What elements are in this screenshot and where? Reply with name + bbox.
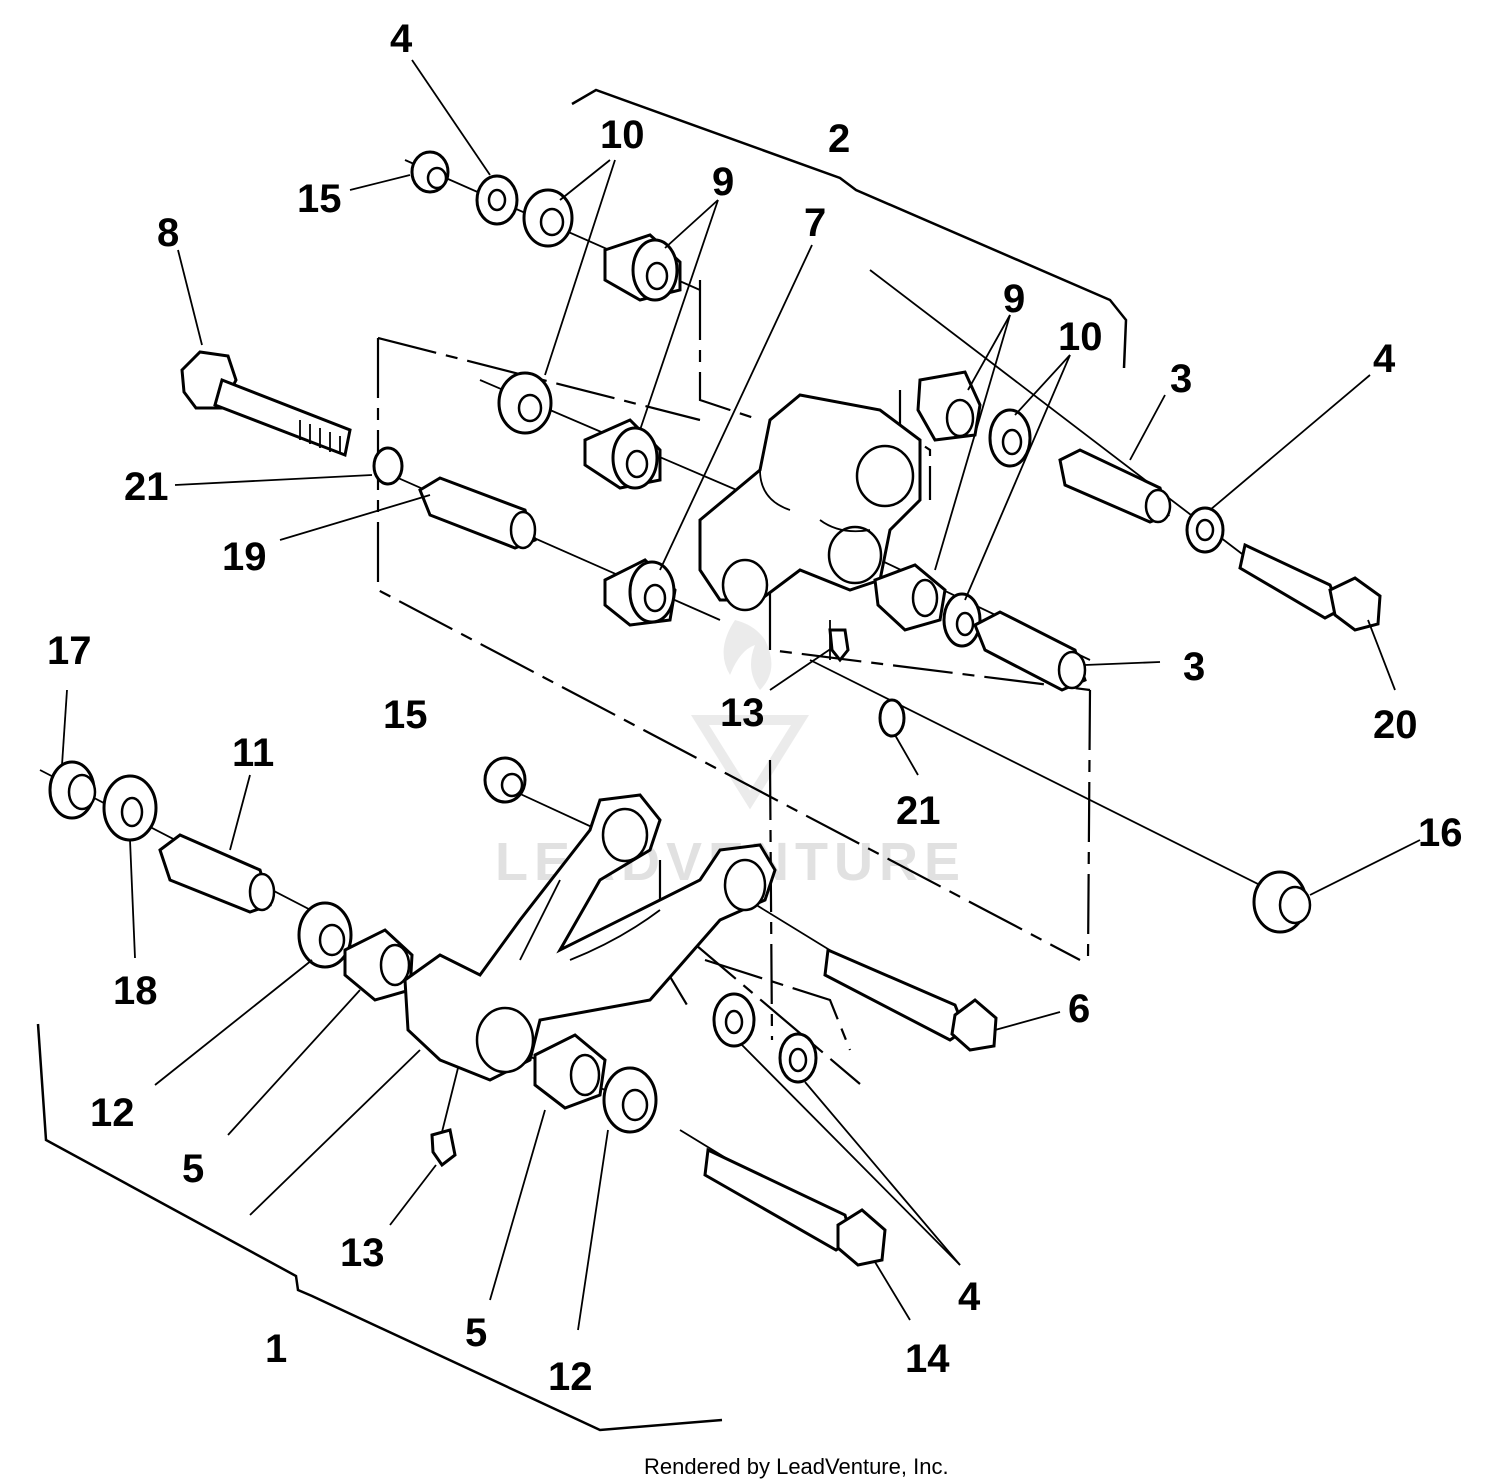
callout-13: 13 [720, 691, 765, 735]
callout-11: 11 [232, 731, 274, 775]
part-4-washer-top [475, 174, 519, 226]
callout-labels: 4 10 2 15 9 7 8 9 10 3 4 21 19 17 15 13 … [47, 17, 1463, 1399]
render-credit: Rendered by LeadVenture, Inc. [644, 1454, 949, 1479]
callout-20: 20 [1373, 703, 1418, 747]
bracket-assembly-2 [571, 88, 1128, 369]
part-5-bushing-left [343, 928, 414, 1002]
part-2-rocker-bracket [698, 393, 922, 612]
part-15-nut-low [483, 756, 527, 804]
part-7-bushing-low [603, 558, 677, 627]
part-17-nut [48, 760, 97, 820]
part-4-washer-right [1185, 506, 1225, 554]
callout-9: 9 [1003, 277, 1025, 321]
callout-15: 15 [297, 177, 342, 221]
callout-2: 2 [828, 117, 850, 161]
part-4-washer-low-a [712, 992, 756, 1048]
callout-19: 19 [222, 535, 267, 579]
callout-16: 16 [1418, 811, 1463, 855]
part-9-bushing-mid [583, 418, 662, 490]
part-10-bushing-top [522, 188, 574, 248]
leader-lines [61, 59, 1421, 1331]
callout-6: 6 [1068, 987, 1090, 1031]
part-12-bushing-left [297, 901, 353, 969]
callout-12: 12 [548, 1355, 593, 1399]
part-1-a-arm [403, 793, 777, 1082]
part-3-spacer-top [1058, 448, 1172, 524]
part-20-bolt [1238, 542, 1382, 632]
callout-1: 1 [265, 1327, 287, 1371]
callout-18: 18 [113, 969, 158, 1013]
part-10-bushing-right-top [988, 408, 1032, 468]
callout-10: 10 [1058, 315, 1103, 359]
part-19-sleeve [418, 476, 537, 550]
axis-lines [39, 159, 1291, 1241]
callout-4: 4 [1373, 337, 1396, 381]
part-21-ring-low [878, 698, 906, 738]
callout-5: 5 [465, 1311, 487, 1355]
part-11-spacer [158, 833, 276, 914]
callout-21: 21 [896, 789, 941, 833]
callout-8: 8 [157, 211, 179, 255]
callout-3: 3 [1183, 645, 1205, 689]
callout-7: 7 [804, 201, 826, 245]
part-8-bolt [180, 350, 352, 458]
part-9-bushing-right-low [873, 563, 947, 632]
part-14-bolt [703, 1147, 887, 1267]
part-5-bushing-right [533, 1033, 607, 1110]
part-13-grease-fitting-top [828, 628, 850, 663]
part-10-bushing-mid [497, 371, 553, 435]
callout-9: 9 [712, 160, 734, 204]
part-21-ring-top [372, 446, 404, 486]
part-9-bushing-right-top [916, 370, 982, 442]
part-13-grease-fitting-low [430, 1128, 457, 1168]
callout-10: 10 [600, 113, 645, 157]
callout-21: 21 [124, 465, 169, 509]
callout-15: 15 [383, 693, 428, 737]
callout-13: 13 [340, 1231, 385, 1275]
part-3-spacer-low [973, 610, 1087, 692]
callout-4: 4 [958, 1275, 981, 1319]
callout-14: 14 [905, 1337, 950, 1381]
part-15-nut-top [410, 150, 450, 194]
part-12-bushing-right [602, 1066, 658, 1134]
part-6-bolt [823, 947, 998, 1052]
callout-12: 12 [90, 1091, 135, 1135]
callout-17: 17 [47, 629, 92, 673]
bracket-assembly-1 [36, 1023, 723, 1432]
callout-5: 5 [182, 1147, 204, 1191]
dashed-alignment-lines [376, 280, 1092, 1085]
callout-4: 4 [390, 17, 413, 61]
part-10-bushing-right-low [942, 592, 982, 648]
part-18-washer [102, 774, 158, 842]
part-9-bushing-top [603, 233, 682, 302]
part-4-washer-low-b [778, 1032, 818, 1084]
part-16-nut [1252, 870, 1312, 934]
callout-3: 3 [1170, 357, 1192, 401]
